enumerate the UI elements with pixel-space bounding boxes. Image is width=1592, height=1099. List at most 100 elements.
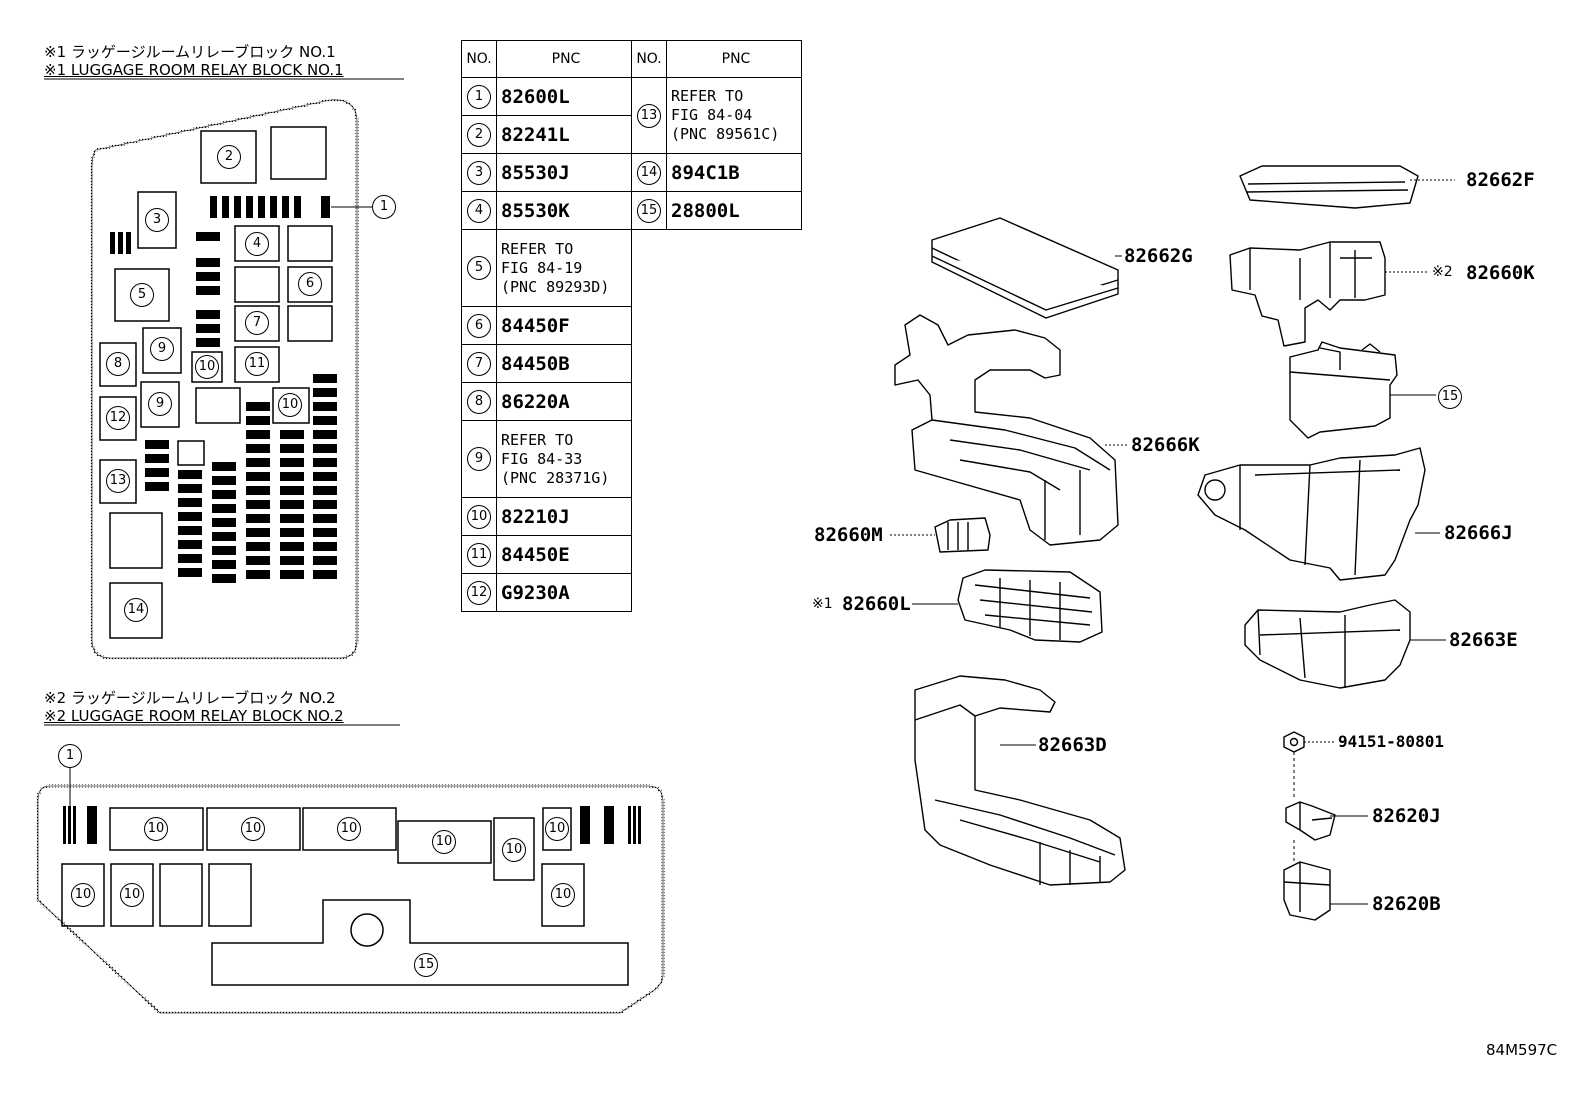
table-pnc-line: REFER TO bbox=[501, 239, 574, 258]
circled-number: 2 bbox=[467, 122, 491, 147]
block2-callout-10: 10 bbox=[337, 817, 361, 841]
block2-callout-10: 10 bbox=[545, 817, 569, 841]
table-pnc-line: REFER TO bbox=[501, 430, 574, 449]
part-82620J-drawing bbox=[1285, 801, 1336, 841]
table-no-cell: 6 bbox=[461, 306, 497, 345]
fuse bbox=[212, 546, 236, 555]
block1-callout-13: 13 bbox=[106, 469, 130, 493]
relay-block-1 bbox=[90, 98, 359, 660]
block2-header-en: ※2 LUGGAGE ROOM RELAY BLOCK NO.2 bbox=[44, 708, 344, 725]
circled-number: 5 bbox=[467, 256, 491, 280]
block1-callout-6: 6 bbox=[298, 272, 322, 296]
table-pnc-line: FIG 84-04 bbox=[671, 106, 753, 124]
col-pnc-header-2: PNC bbox=[666, 40, 802, 78]
part-82620B-drawing bbox=[1283, 861, 1331, 921]
block2-fuses bbox=[63, 806, 641, 844]
table-pnc-cell: 86220A bbox=[496, 382, 632, 421]
circled-number: 13 bbox=[637, 103, 661, 128]
block2-callout-10: 10 bbox=[551, 883, 575, 907]
block2-callout-10: 10 bbox=[241, 817, 265, 841]
table-no-cell: 9 bbox=[461, 420, 497, 498]
block1-header-jp: ※1 ラッゲージルームリレーブロック NO.1 bbox=[44, 43, 336, 61]
table-pnc-cell: 84450E bbox=[496, 535, 632, 574]
fuse bbox=[178, 540, 202, 549]
circled-number: 15 bbox=[637, 198, 661, 223]
block1-callout-11: 11 bbox=[245, 352, 269, 376]
part-82663D-drawing bbox=[914, 675, 1126, 886]
label-82620B: 82620B bbox=[1372, 893, 1441, 915]
table-pnc-cell: 85530J bbox=[496, 153, 632, 192]
label-82660K: 82660K bbox=[1466, 262, 1535, 284]
block2-components bbox=[61, 807, 629, 986]
block2-callout-10: 10 bbox=[144, 817, 168, 841]
label-82662F: 82662F bbox=[1466, 169, 1535, 191]
fuse bbox=[246, 444, 270, 453]
fuse bbox=[313, 430, 337, 439]
table-pnc-line: REFER TO bbox=[671, 87, 744, 105]
fuse bbox=[246, 556, 270, 565]
table-no-cell: 1 bbox=[461, 77, 497, 116]
figure-code: 84M597C bbox=[1486, 1041, 1558, 1059]
fuse bbox=[178, 512, 202, 521]
fuse bbox=[280, 430, 304, 439]
table-no-cell: 14 bbox=[631, 153, 667, 192]
block1-fuses bbox=[110, 196, 337, 491]
fuse bbox=[178, 568, 202, 577]
leader-lines bbox=[890, 179, 1455, 905]
block1-header-en-text: ※1 LUGGAGE ROOM RELAY BLOCK NO.1 bbox=[44, 61, 344, 79]
circled-number: 8 bbox=[467, 389, 491, 414]
circled-number: 9 bbox=[467, 447, 491, 471]
part-94151-drawing bbox=[1283, 731, 1305, 753]
fuse bbox=[280, 514, 304, 523]
fuse bbox=[178, 554, 202, 563]
block2-callout-10: 10 bbox=[71, 883, 95, 907]
fuse bbox=[246, 458, 270, 467]
part-82660M-drawing bbox=[934, 517, 991, 553]
fuse bbox=[246, 472, 270, 481]
block1-fuse-grid bbox=[178, 430, 337, 583]
table-pnc-cell: G9230A bbox=[496, 573, 632, 612]
fuse bbox=[313, 528, 337, 537]
label-82660L-mark: ※1 bbox=[812, 596, 833, 612]
table-no-cell: 2 bbox=[461, 115, 497, 154]
fuse bbox=[212, 476, 236, 485]
fuse bbox=[178, 470, 202, 479]
fuse bbox=[280, 500, 304, 509]
table-empty-area bbox=[631, 229, 802, 612]
block1-callout-12: 12 bbox=[106, 406, 130, 430]
block2-callout-10: 10 bbox=[432, 830, 456, 854]
circled-number: 7 bbox=[467, 351, 491, 376]
circled-number: 14 bbox=[637, 160, 661, 185]
block1-callout-2: 2 bbox=[217, 145, 241, 169]
block1-callout-10: 10 bbox=[195, 355, 219, 379]
fuse bbox=[212, 532, 236, 541]
part-82666K-drawing bbox=[894, 314, 1119, 546]
table-no-cell: 15 bbox=[631, 191, 667, 230]
table-no-cell: 5 bbox=[461, 229, 497, 307]
table-header-row: NO. PNC NO. PNC bbox=[461, 40, 802, 78]
fuse bbox=[313, 444, 337, 453]
fuse bbox=[313, 472, 337, 481]
block1-callout-9: 9 bbox=[148, 392, 172, 416]
fuse bbox=[178, 498, 202, 507]
col-pnc-header: PNC bbox=[496, 40, 632, 78]
fuse bbox=[313, 458, 337, 467]
table-no-cell: 10 bbox=[461, 497, 497, 536]
fuse bbox=[178, 484, 202, 493]
fuse bbox=[246, 514, 270, 523]
circled-number: 1 bbox=[467, 84, 491, 109]
table-no-cell: 7 bbox=[461, 344, 497, 383]
fuse bbox=[280, 472, 304, 481]
table-pnc-line: (PNC 89293D) bbox=[501, 277, 610, 296]
fuse bbox=[212, 490, 236, 499]
label-82660K-mark: ※2 bbox=[1432, 264, 1453, 280]
block1-callout-7: 7 bbox=[245, 311, 269, 335]
table-pnc-cell: 82210J bbox=[496, 497, 632, 536]
table-no-cell: 4 bbox=[461, 191, 497, 230]
table-no-cell: 8 bbox=[461, 382, 497, 421]
fuse bbox=[246, 542, 270, 551]
